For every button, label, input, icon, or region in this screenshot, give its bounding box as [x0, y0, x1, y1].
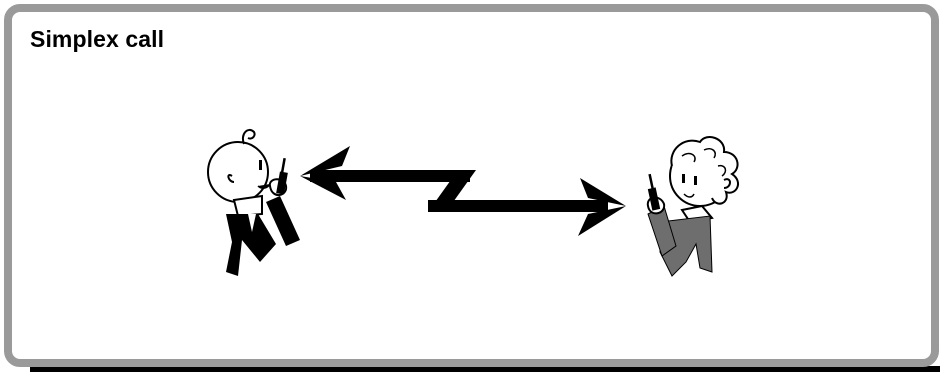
right-person-icon [648, 137, 738, 276]
left-person-icon [208, 130, 300, 276]
zigzag-double-arrow-icon [300, 146, 626, 236]
